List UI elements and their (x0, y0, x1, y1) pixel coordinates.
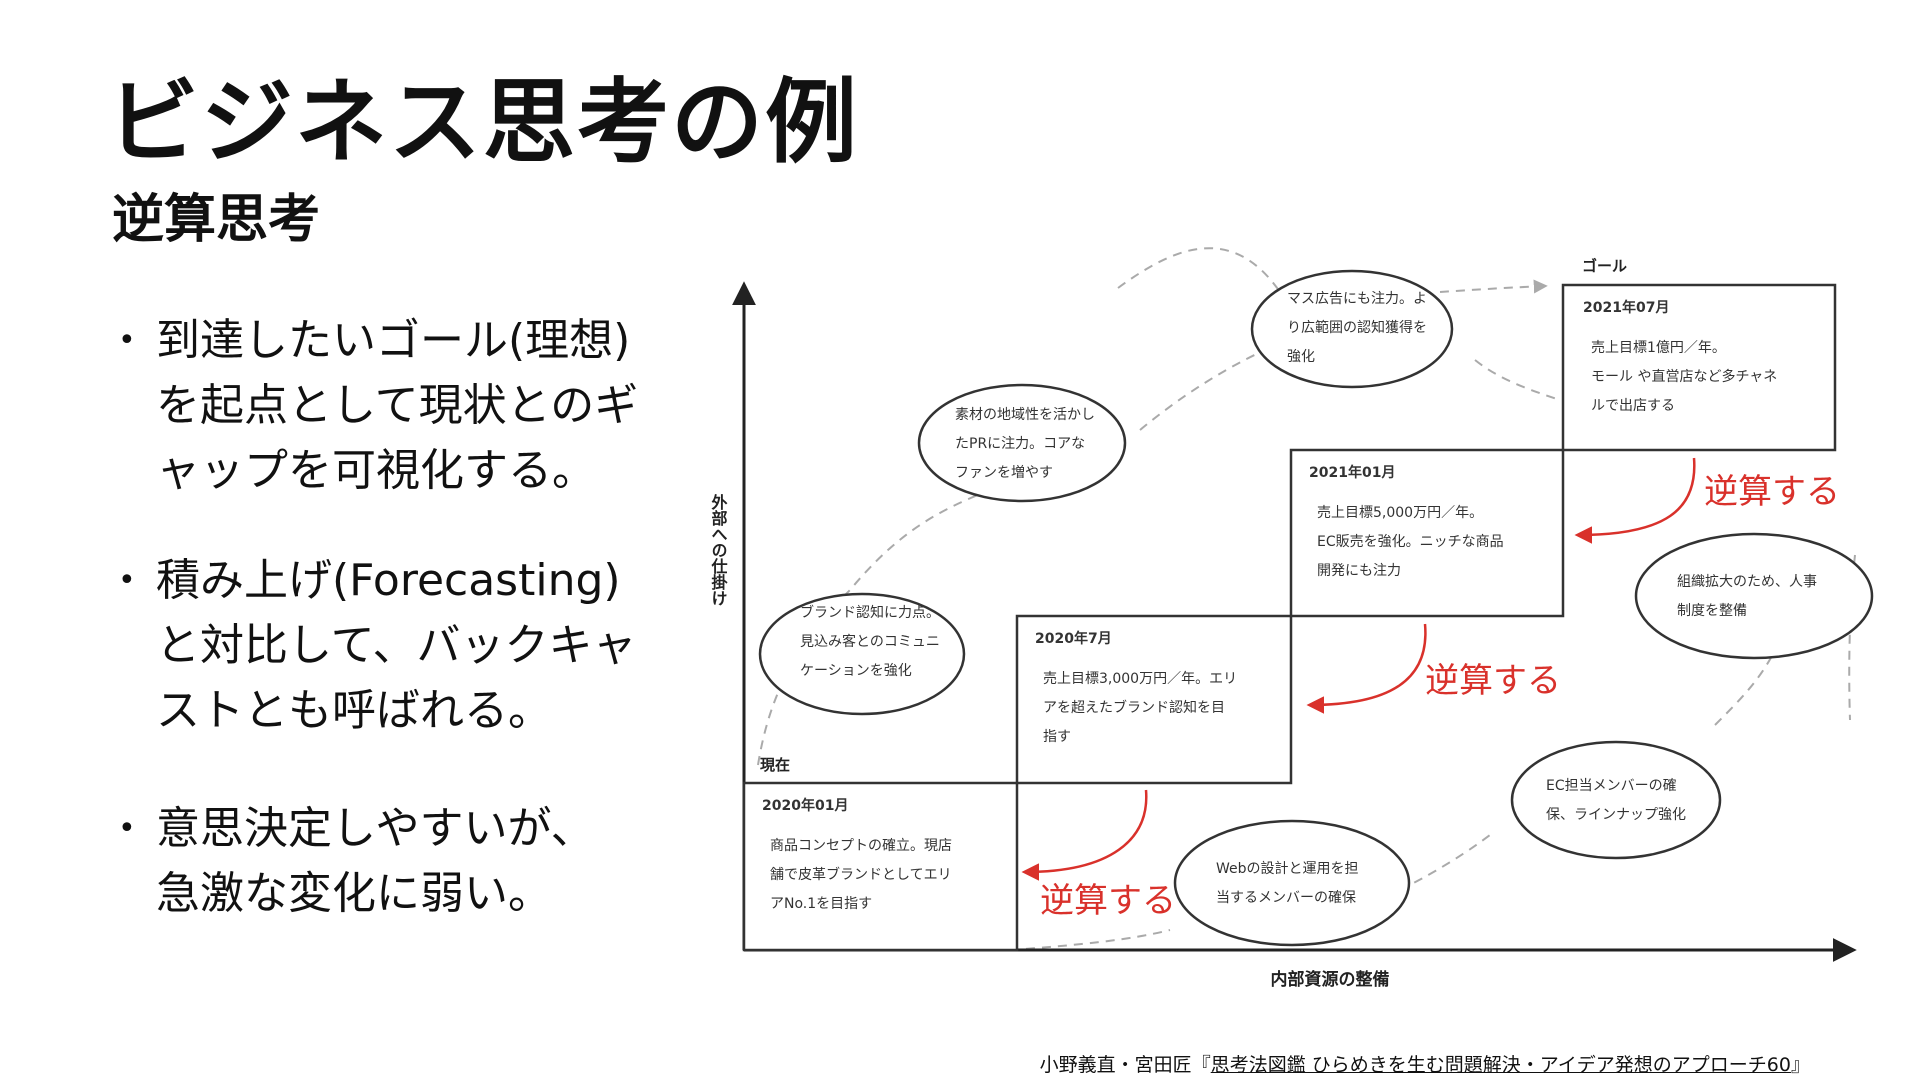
dashed-curve-external (1439, 279, 1548, 294)
ellipse-text-line: ファンを増やす (955, 465, 1053, 481)
ellipse-text-line: 素材の地域性を活かし (955, 407, 1095, 423)
citation-authors: 小野義直・宮田匠 (1039, 1054, 1192, 1076)
bullet-line: 到達したいゴール(理想) (156, 315, 631, 366)
ellipse-text-line: 保、ラインナップ強化 (1546, 807, 1686, 823)
bullet-dot-icon: • (118, 323, 136, 358)
dashed-curve-internal (1399, 834, 1491, 891)
dashed-curve-internal (1009, 929, 1171, 951)
ellipse-text-line: マス広告にも注力。よ (1287, 291, 1427, 307)
slide-subtitle: 逆算思考 (112, 190, 321, 250)
internal-action-ellipse (1173, 819, 1411, 947)
backcast-label: 逆算する (1704, 472, 1840, 512)
ellipse-text-line: 制度を整備 (1677, 603, 1747, 619)
bullet-dot-icon: • (118, 563, 136, 598)
step-text-line: EC販売を強化。ニッチな商品 (1317, 534, 1504, 550)
ellipse-text-line: Webの設計と運用を担 (1216, 861, 1359, 877)
ellipse-text-line: 見込み客とのコミュニ (800, 633, 940, 650)
step-box-2021-01 (1289, 448, 1565, 618)
x-axis-label: 内部資源の整備 (1271, 969, 1390, 990)
bullet-line: 意思決定しやすいが、 (156, 803, 595, 854)
backcast-label: 逆算する (1425, 661, 1561, 701)
step-text-line: 舗で皮革ブランドとしてエリ (770, 866, 952, 883)
external-action-ellipse (917, 383, 1127, 503)
ellipse-text-line: 組織拡大のため、人事 (1677, 574, 1817, 590)
ellipse-text-line: ブランド認知に力点。 (800, 604, 940, 621)
slide-title: ビジネス思考の例 (107, 69, 860, 176)
step-box-2020-01 (742, 781, 1019, 952)
citation: 小野義直・宮田匠『思考法図鑑 ひらめきを生む問題解決・アイデア発想のアプローチ6… (1039, 1054, 1810, 1076)
ellipse-text-line: EC担当メンバーの確 (1546, 778, 1677, 794)
step-text-line: 商品コンセプトの確立。現店 (770, 838, 952, 854)
step-box-2020-07 (1015, 614, 1293, 785)
step-date: 2020年01月 (762, 797, 848, 814)
y-axis-label: 外部への仕掛け (709, 493, 729, 606)
step-text-line: 開発にも注力 (1317, 563, 1401, 579)
step-text-line: アを超えたブランド認知を目 (1043, 699, 1225, 716)
dashed-curve-internal (1714, 649, 1776, 726)
bullet-line: を起点として現状とのギ (156, 380, 639, 431)
citation-book-title: 思考法図鑑 ひらめきを生む問題解決・アイデア発想のアプローチ60 (1210, 1054, 1791, 1076)
bullet-line: ャップを可視化する。 (156, 445, 596, 496)
bullet-line: と対比して、バックキャ (156, 620, 637, 671)
bullet-dot-icon: • (118, 811, 136, 846)
backcast-arrow-icon (1021, 789, 1148, 881)
step-text-line: ルで出店する (1591, 398, 1675, 414)
dashed-curve-external (1117, 247, 1281, 293)
bullet-line: 積み上げ(Forecasting) (156, 555, 621, 606)
bullet-line: ストとも呼ばれる。 (156, 685, 552, 736)
ellipse-text-line: たPRに注力。コアな (955, 436, 1085, 452)
step-text-line: 指す (1043, 729, 1071, 745)
step-text-line: 売上目標3,000万円／年。エリ (1043, 671, 1237, 687)
step-text-line: 売上目標5,000万円／年。 (1317, 505, 1483, 521)
step-text-line: 売上目標1億円／年。 (1591, 340, 1726, 356)
bullet-line: 急激な変化に弱い。 (156, 868, 552, 919)
step-date: 2021年01月 (1309, 464, 1395, 481)
ellipse-text-line: 強化 (1287, 349, 1315, 365)
external-action-ellipse (758, 592, 966, 716)
ellipse-text-line: り広範囲の認知獲得を (1287, 319, 1427, 336)
internal-action-ellipse (1510, 740, 1722, 860)
step-text-line: モール や直営店など多チャネ (1591, 368, 1777, 385)
start-label: 現在 (760, 756, 790, 774)
goal-label: ゴール (1582, 257, 1627, 275)
step-text-line: アNo.1を目指す (770, 896, 872, 912)
backcast-arrow-icon (1306, 623, 1427, 714)
external-action-ellipse (1250, 269, 1454, 389)
internal-action-ellipse (1634, 532, 1874, 660)
step-date: 2020年7月 (1035, 630, 1112, 647)
dashed-curve-external (1474, 359, 1561, 401)
step-date: 2021年07月 (1583, 299, 1669, 316)
ellipse-text-line: 当するメンバーの確保 (1216, 890, 1356, 906)
backcast-arrow-icon (1574, 457, 1696, 544)
step-box-2021-07 (1561, 283, 1837, 452)
backcast-label: 逆算する (1040, 881, 1176, 921)
ellipse-text-line: ケーションを強化 (800, 663, 912, 679)
